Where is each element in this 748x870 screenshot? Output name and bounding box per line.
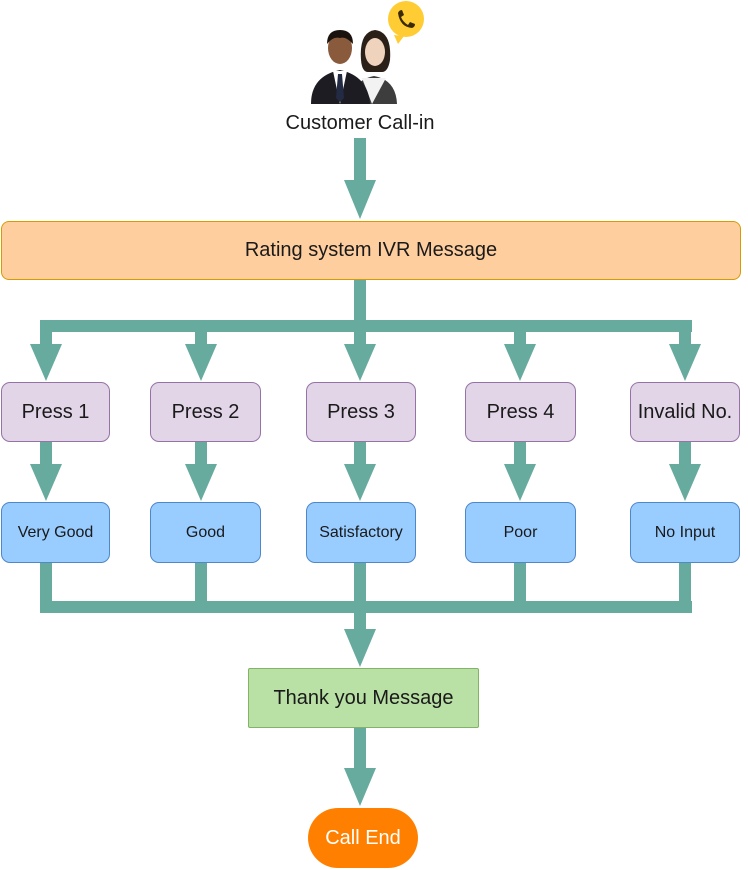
connector-press-rating-5	[679, 442, 691, 466]
customer-people-icon	[311, 30, 397, 104]
arrowhead-rating-4	[504, 464, 536, 501]
connector-branch-1	[40, 320, 52, 346]
connector-press-rating-4	[514, 442, 526, 466]
connector-ivr-trunk	[354, 280, 366, 328]
satisfactory-node[interactable]: Satisfactory	[306, 502, 416, 563]
arrowhead-rating-5	[669, 464, 701, 501]
arrowhead-press-4	[504, 344, 536, 381]
connector-rating-down-4	[514, 563, 526, 613]
press-2-label: Press 2	[171, 400, 240, 423]
arrowhead-thanks	[344, 629, 376, 667]
connector-branch-4	[514, 320, 526, 346]
arrowhead-ivr	[344, 180, 376, 219]
press-2-node[interactable]: Press 2	[150, 382, 261, 442]
arrowhead-press-1	[30, 344, 62, 381]
thank-you-node[interactable]: Thank you Message	[248, 668, 479, 728]
connector-thanks-end	[354, 728, 366, 770]
arrowhead-rating-2	[185, 464, 217, 501]
arrowhead-press-3	[344, 344, 376, 381]
satisfactory-label: Satisfactory	[319, 523, 403, 541]
press-3-label: Press 3	[327, 400, 395, 423]
press-4-label: Press 4	[486, 400, 555, 423]
connector-branch-3	[354, 320, 366, 346]
connector-rating-down-5	[679, 563, 691, 613]
ivr-message-label: Rating system IVR Message	[244, 239, 498, 261]
ivr-message-node[interactable]: Rating system IVR Message	[1, 221, 741, 280]
poor-label: Poor	[503, 523, 538, 541]
poor-node[interactable]: Poor	[465, 502, 576, 563]
press-4-node[interactable]: Press 4	[465, 382, 576, 442]
connector-rating-down-2	[195, 563, 207, 613]
arrowhead-press-5	[669, 344, 701, 381]
connector-collector-thanks	[354, 601, 366, 631]
arrowhead-rating-1	[30, 464, 62, 501]
connector-rating-down-1	[40, 563, 52, 613]
connector-press-rating-1	[40, 442, 52, 466]
good-node[interactable]: Good	[150, 502, 261, 563]
connector-rating-down-3	[354, 563, 366, 613]
call-end-label: Call End	[325, 826, 401, 849]
connector-press-rating-3	[354, 442, 366, 466]
arrowhead-rating-3	[344, 464, 376, 501]
no-input-node[interactable]: No Input	[630, 502, 740, 563]
connector-branch-2	[195, 320, 207, 346]
arrowhead-press-2	[185, 344, 217, 381]
thank-you-label: Thank you Message	[273, 686, 454, 709]
press-1-label: Press 1	[21, 400, 90, 423]
press-1-node[interactable]: Press 1	[1, 382, 110, 442]
very-good-label: Very Good	[17, 523, 94, 541]
call-end-node[interactable]: Call End	[308, 808, 418, 868]
connector-start-ivr	[354, 138, 366, 182]
connector-branch-5	[679, 320, 691, 346]
very-good-node[interactable]: Very Good	[1, 502, 110, 563]
invalid-number-label: Invalid No.	[637, 400, 733, 423]
invalid-number-node[interactable]: Invalid No.	[630, 382, 740, 442]
customer-call-in-label: Customer Call-in	[285, 112, 435, 134]
press-3-node[interactable]: Press 3	[306, 382, 416, 442]
connector-press-rating-2	[195, 442, 207, 466]
phone-icon	[388, 1, 424, 44]
arrowhead-end	[344, 768, 376, 806]
no-input-label: No Input	[654, 523, 716, 541]
good-label: Good	[185, 523, 226, 541]
